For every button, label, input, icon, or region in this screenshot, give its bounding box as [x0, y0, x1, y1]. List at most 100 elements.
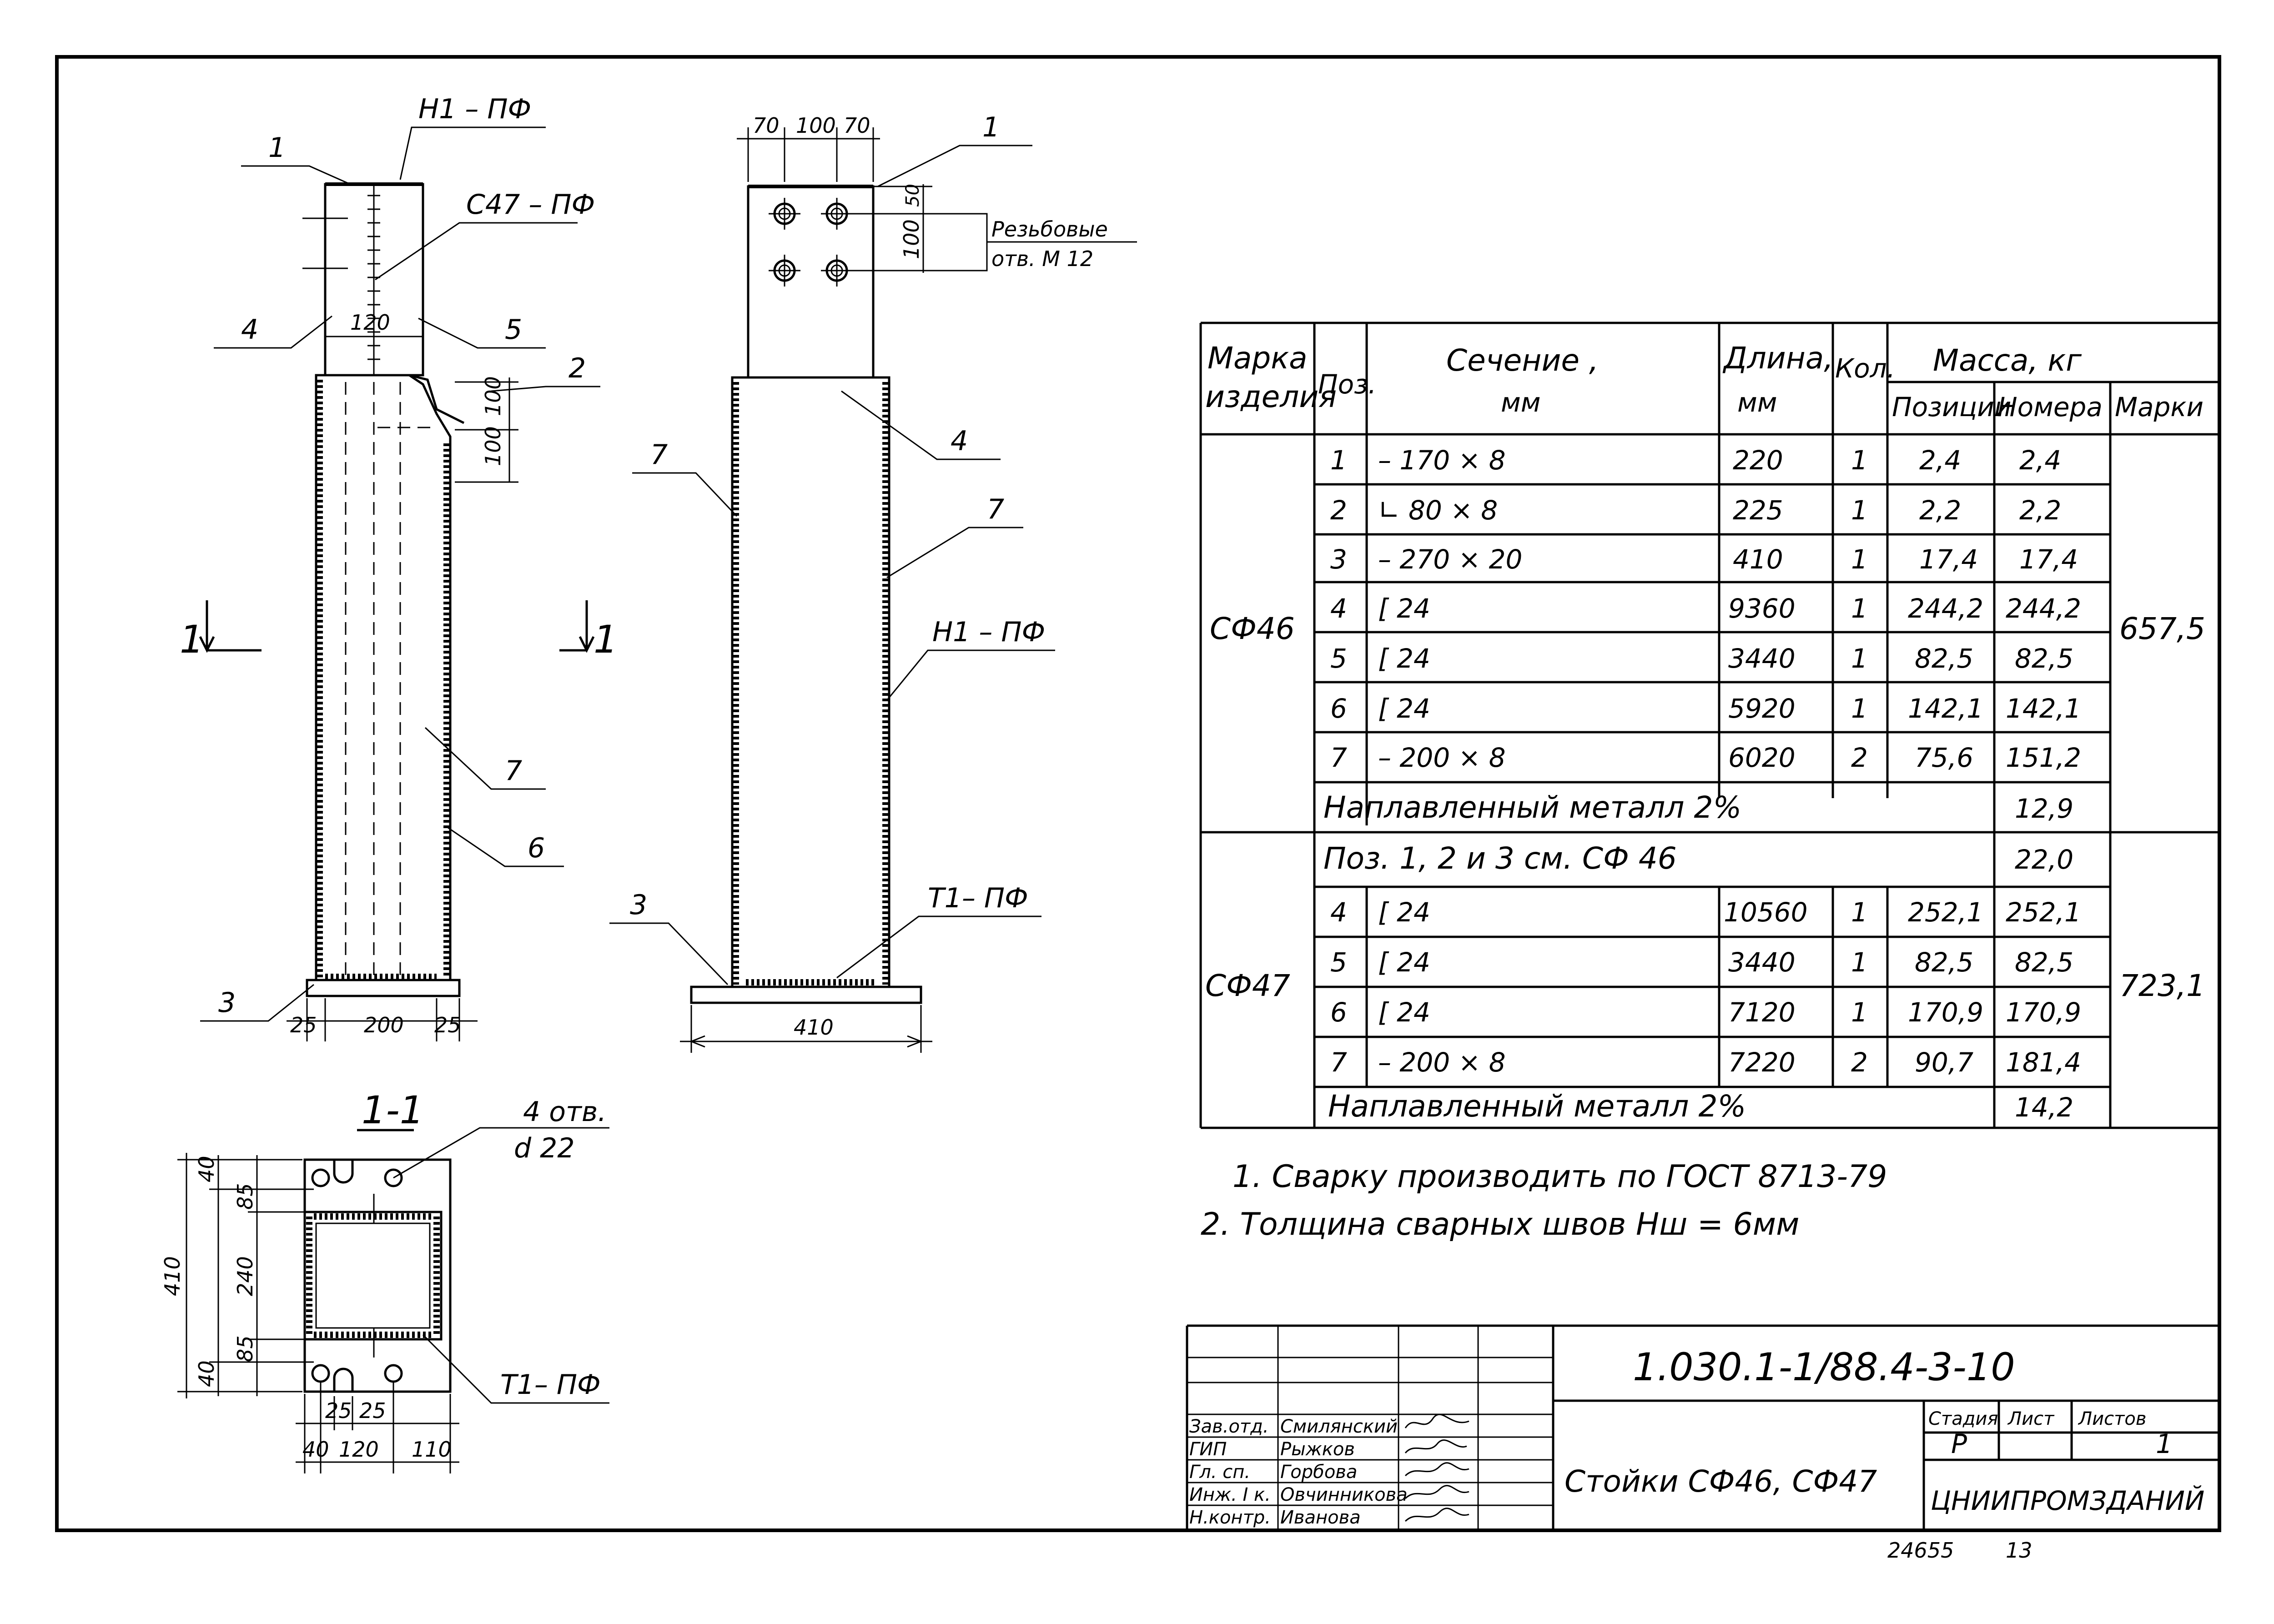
svg-text:100: 100	[899, 219, 924, 259]
svg-text:Гл. сп.: Гл. сп.	[1189, 1462, 1250, 1483]
side-base-dimension: 410	[680, 1005, 932, 1053]
side-callout-4: 4	[951, 425, 968, 457]
svg-text:[ 24: [ 24	[1378, 693, 1430, 724]
svg-text:17,4: 17,4	[1919, 544, 1978, 575]
svg-text:1: 1	[1851, 997, 1868, 1028]
svg-text:22,0: 22,0	[2015, 844, 2073, 875]
svg-text:7: 7	[1330, 742, 1347, 773]
svg-text:2: 2	[1851, 742, 1868, 773]
section-mark-left: 1	[180, 600, 262, 662]
inventory-number: 24655	[1887, 1538, 1954, 1563]
threaded-holes-note-1: Резьбовые	[991, 217, 1108, 241]
group-total: 723,1	[2119, 968, 2205, 1003]
front-callout-1: 1	[268, 132, 286, 164]
front-column-body	[315, 374, 452, 981]
svg-text:[ 24: [ 24	[1378, 947, 1430, 978]
svg-text:225: 225	[1733, 495, 1783, 526]
svg-text:2: 2	[1851, 1047, 1868, 1078]
front-callout-4: 4	[241, 314, 258, 346]
svg-text:1: 1	[1851, 445, 1868, 476]
front-callout-h1: Н1 – ПФ	[418, 93, 531, 125]
svg-text:82,5: 82,5	[2015, 947, 2073, 978]
drawing-title: Стойки СФ46, СФ47	[1565, 1464, 1877, 1499]
svg-text:40: 40	[302, 1437, 329, 1462]
side-top-dimensions: 70 100 70	[737, 113, 880, 182]
svg-text:Наплавленный металл 2%: Наплавленный металл 2%	[1323, 790, 1741, 825]
svg-text:4: 4	[1330, 593, 1347, 624]
svg-text:10560: 10560	[1724, 897, 1808, 928]
svg-text:ГИП: ГИП	[1189, 1439, 1227, 1460]
svg-text:Овчинникова: Овчинникова	[1280, 1484, 1408, 1505]
svg-text:244,2: 244,2	[2006, 593, 2081, 624]
svg-text:9360: 9360	[1728, 593, 1796, 624]
notes: 1. Сварку производить по ГОСТ 8713-79 2.…	[1201, 1159, 1887, 1242]
svg-text:1: 1	[2156, 1428, 2173, 1459]
svg-text:Лист: Лист	[2007, 1408, 2055, 1429]
svg-text:– 200 × 8: – 200 × 8	[1378, 742, 1506, 773]
front-callout-7: 7	[505, 755, 522, 787]
svg-text:25: 25	[290, 1013, 317, 1037]
svg-text:142,1: 142,1	[2006, 693, 2081, 724]
svg-text:[ 24: [ 24	[1378, 897, 1430, 928]
svg-text:410: 410	[1733, 544, 1783, 575]
section-mark-right: 1	[559, 600, 618, 662]
svg-text:252,1: 252,1	[1908, 897, 1983, 928]
side-callout-7-left: 7	[650, 439, 668, 471]
svg-text:7120: 7120	[1728, 997, 1796, 1028]
table-row: 4 [ 24 10560 1 252,1 252,1	[1330, 897, 2081, 928]
section-hole	[384, 1364, 403, 1383]
svg-text:40: 40	[194, 1360, 219, 1387]
table-row: 5 [ 24 3440 1 82,5 82,5	[1330, 643, 2073, 674]
section-holes-label-2: d 22	[514, 1132, 575, 1164]
group-total: 657,5	[2119, 611, 2205, 646]
section-vertical-dimensions: 410 40 40 85 240 85	[160, 1153, 314, 1398]
svg-text:410: 410	[160, 1256, 185, 1296]
svg-text:3440: 3440	[1728, 947, 1796, 978]
svg-text:75,6: 75,6	[1915, 742, 1973, 773]
side-base-plate	[690, 985, 922, 1004]
svg-text:82,5: 82,5	[2015, 643, 2073, 674]
svg-text:3440: 3440	[1728, 643, 1796, 674]
svg-text:[ 24: [ 24	[1378, 593, 1430, 624]
svg-text:25: 25	[434, 1013, 461, 1037]
svg-text:17,4: 17,4	[2019, 544, 2078, 575]
svg-text:Зав.отд.: Зав.отд.	[1189, 1416, 1269, 1437]
svg-text:100: 100	[481, 426, 505, 466]
threaded-holes-note-2: отв. М 12	[991, 246, 1093, 271]
table-row: 7 – 200 × 8 7220 2 90,7 181,4	[1330, 1047, 2081, 1078]
table-row: 3 – 270 × 20 410 1 17,4 17,4	[1330, 544, 2078, 575]
svg-text:100: 100	[796, 113, 836, 138]
svg-text:1: 1	[1851, 495, 1868, 526]
svg-text:82,5: 82,5	[1915, 643, 1973, 674]
section-title: 1-1	[362, 1088, 424, 1132]
front-scale-ticks	[367, 195, 380, 360]
svg-text:Рыжков: Рыжков	[1280, 1439, 1355, 1460]
table-row: 5 [ 24 3440 1 82,5 82,5	[1330, 947, 2073, 978]
table-row: 2 ∟ 80 × 8 225 1 2,2 2,2	[1330, 495, 2061, 526]
svg-text:90,7: 90,7	[1915, 1047, 1973, 1078]
svg-text:1: 1	[180, 617, 204, 662]
svg-text:2,2: 2,2	[2019, 495, 2061, 526]
page-number: 13	[2006, 1538, 2033, 1563]
hdr-pos: Поз.	[1318, 369, 1376, 400]
hdr-mark-1: Марка	[1207, 341, 1308, 376]
svg-text:85: 85	[233, 1183, 257, 1210]
side-hole-dimensions: 50 100 Резьбовые отв. М 12	[848, 184, 1137, 273]
svg-text:1: 1	[1851, 897, 1868, 928]
table-row: Поз. 1, 2 и 3 см. СФ 46 22,0	[1323, 841, 2073, 876]
hdr-mass-mark: Марки	[2115, 392, 2204, 422]
hdr-mass-num: Номера	[1997, 392, 2103, 422]
section-horizontal-dimensions: 25 25 40 120 110	[296, 1383, 459, 1473]
hdr-mass: Масса, кг	[1933, 343, 2082, 378]
svg-text:240: 240	[233, 1256, 257, 1296]
svg-text:∟ 80 × 8: ∟ 80 × 8	[1378, 495, 1498, 526]
svg-text:410: 410	[794, 1015, 834, 1040]
organization: ЦНИИПРОМЗДАНИЙ	[1931, 1485, 2204, 1516]
svg-text:12,9: 12,9	[2015, 793, 2073, 824]
svg-text:170,9: 170,9	[2006, 997, 2081, 1028]
svg-text:100: 100	[481, 376, 505, 416]
svg-text:Н.контр.: Н.контр.	[1189, 1507, 1271, 1528]
svg-text:Иванова: Иванова	[1280, 1507, 1361, 1528]
svg-text:1: 1	[1851, 693, 1868, 724]
threaded-holes	[769, 198, 853, 287]
